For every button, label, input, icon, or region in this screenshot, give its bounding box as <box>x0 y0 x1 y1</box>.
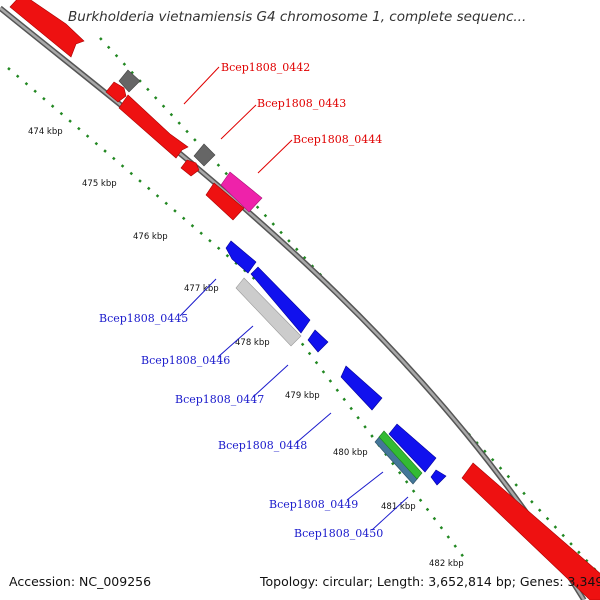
gene-label-0446[interactable]: Bcep1808_0446 <box>141 354 230 367</box>
gene-reverse-0448[interactable] <box>340 365 383 411</box>
gene-reverse-0446[interactable] <box>250 266 311 334</box>
kbp-label-480: 480 kbp <box>333 448 368 458</box>
accession-text: Accession: NC_009256 <box>9 574 152 589</box>
gene-label-0443[interactable]: Bcep1808_0443 <box>257 97 346 110</box>
light-gray-feature[interactable] <box>235 277 302 347</box>
leader-line-0447 <box>252 364 289 398</box>
gene-label-0450[interactable]: Bcep1808_0450 <box>294 527 383 540</box>
gene-label-0445[interactable]: Bcep1808_0445 <box>99 312 188 325</box>
kbp-label-481: 481 kbp <box>381 502 416 512</box>
map-title: Burkholderia vietnamiensis G4 chromosome… <box>68 9 527 25</box>
gene-label-0442[interactable]: Bcep1808_0442 <box>221 61 310 74</box>
gene-forward-0441[interactable] <box>9 0 85 58</box>
gene-reverse-0450-small[interactable] <box>430 469 447 486</box>
gene-label-0447[interactable]: Bcep1808_0447 <box>175 393 264 406</box>
gene-reverse-0447-small[interactable] <box>307 329 329 353</box>
kbp-label-476: 476 kbp <box>133 232 168 242</box>
leader-line-0450 <box>371 496 409 531</box>
outer-dotted-track <box>99 37 600 576</box>
kbp-label-477: 477 kbp <box>184 284 219 294</box>
gene-forward-0442-small[interactable] <box>105 81 127 103</box>
leader-line-0442 <box>183 66 220 105</box>
leader-line-0449 <box>346 471 384 501</box>
gray-feature-2[interactable] <box>193 143 216 167</box>
gene-reverse-0449[interactable] <box>388 423 437 473</box>
kbp-label-474: 474 kbp <box>28 127 63 137</box>
kbp-label-478: 478 kbp <box>235 338 270 348</box>
leader-line-0445 <box>179 278 217 317</box>
gene-label-0448[interactable]: Bcep1808_0448 <box>218 439 307 452</box>
gene-forward-0444-small[interactable] <box>180 159 200 177</box>
pink-feature[interactable] <box>220 171 263 213</box>
topology-text: Topology: circular; Length: 3,652,814 bp… <box>260 574 600 589</box>
gene-label-0449[interactable]: Bcep1808_0449 <box>269 498 358 511</box>
leader-line-0448 <box>295 412 332 444</box>
kbp-label-479: 479 kbp <box>285 391 320 401</box>
gene-forward-0445-small[interactable] <box>205 182 245 221</box>
gene-reverse-0445[interactable] <box>225 240 257 274</box>
gene-forward-0443[interactable] <box>118 94 189 159</box>
leader-line-0444 <box>257 139 293 174</box>
kbp-label-482: 482 kbp <box>429 559 464 569</box>
gene-label-0444[interactable]: Bcep1808_0444 <box>293 133 382 146</box>
leader-line-0443 <box>220 104 257 140</box>
green-feature[interactable] <box>378 430 423 480</box>
gray-feature-1[interactable] <box>118 69 141 93</box>
kbp-label-475: 475 kbp <box>82 179 117 189</box>
leader-line-0446 <box>217 325 254 358</box>
gene-forward-0460[interactable] <box>461 462 600 600</box>
